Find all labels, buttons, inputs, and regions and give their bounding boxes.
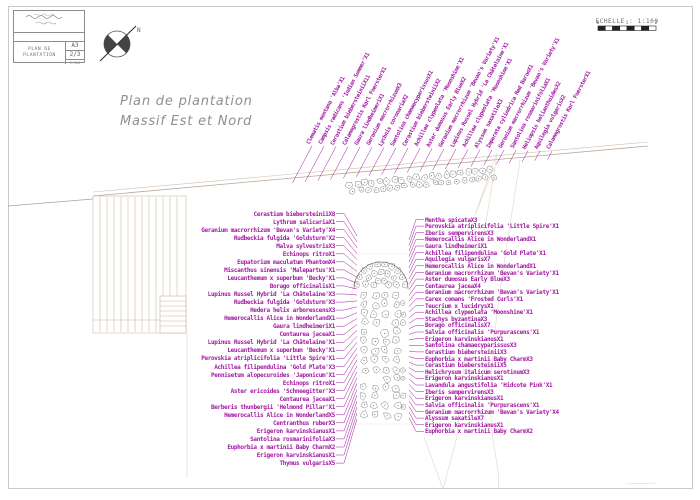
plant-label: Alyssum saxatileX7 <box>425 415 484 423</box>
leader-lines-diagonal <box>292 145 553 184</box>
plant-label: Lupinus Russel Hybrid 'La Châtelaine'X3 <box>207 291 336 298</box>
plant-label: Rudbeckia fulgida 'Goldsturm'X2 <box>233 234 335 242</box>
plant-label: Hemerocallis Alice in WonderlandX1 <box>425 262 536 270</box>
plant-label: Centranthus ruberX3 <box>273 419 335 427</box>
plant-label: Hemerocallis Alice in WonderlandX1 <box>425 236 536 244</box>
plant-label: Borago officinalisX1 <box>269 282 336 290</box>
title-block: PLAN DE PLANTATION A3 2/3 1:100 <box>13 10 85 65</box>
plant-label: Iberis sempervirensX3 <box>425 229 494 237</box>
plant-label: Aster dumosus Early BlueX3 <box>425 276 510 284</box>
plant-label: Salvia officinalis 'Purpurascens'X1 <box>425 401 540 409</box>
plant-label: Berberis thunbergii 'Helmond Pillar'X1 <box>211 403 335 411</box>
plant-label: Leucanthemum x superbum 'Becky'X1 <box>227 347 335 355</box>
plant-label: Erigeron karvinskianusX1 <box>425 375 504 383</box>
plant-label: Borago officinalisX7 <box>425 322 491 330</box>
plant-label: Erigeron karvinskianusX1 <box>256 452 336 459</box>
plant-label: Erigeron karvinskianusX1 <box>425 421 504 429</box>
plant-label: Erigeron karvinskianusX1 <box>425 395 504 403</box>
plant-label: Lavandula angustifolia 'Hidcote Pink'X1 <box>425 382 553 389</box>
plant-label: Santolina rosmarinifoliaX3 <box>250 435 335 443</box>
plant-label: Gaura lindheimeriX1 <box>425 243 487 250</box>
scale-tick-0: 0 <box>597 20 600 26</box>
plant-label: Hemerocallis Alice in WonderlandX5 <box>224 411 335 419</box>
plant-label: Geranium macrorrhizum 'Bevan's Variety'X… <box>201 226 335 234</box>
plant-label: Geranium macrorrhizum 'Bevan's Variety'X… <box>425 289 559 297</box>
address-scribble <box>14 11 84 33</box>
plant-label: Teucrium x lucidrysX1 <box>425 302 494 310</box>
plant-label: Erigeron karvinskianusX1 <box>425 335 504 343</box>
plant-label: Euphorbia x martinii Baby CharmX2 <box>425 428 533 436</box>
plant-label: Cerastium biebersteiniiX5 <box>425 362 507 370</box>
plant-label: Malva sylvestrisX3 <box>276 242 335 250</box>
plant-label: Hemerocallis Alice in WonderlandX1 <box>224 315 335 323</box>
plant-label: Thymus vulgarisX5 <box>279 460 336 468</box>
plant-label: Aquilegia vulgarisX7 <box>425 256 491 264</box>
bed-dome-outline <box>353 261 409 290</box>
plant-label: Mentha spicataX3 <box>425 216 478 224</box>
plant-label: Euphorbia x martinii Baby CharmX3 <box>425 355 533 363</box>
plant-label: Leucanthemum x superbum 'Becky'X1 <box>227 274 335 282</box>
plant-label: Cerastium biebersteiniiX3 <box>425 348 507 356</box>
plant-label: Helichrysum italicum serotinumX3 <box>425 368 530 376</box>
scale-tick-2: 2 <box>655 20 658 26</box>
plant-label: Euphorbia x martinii Baby CharmX2 <box>227 444 335 451</box>
plant-label: Geranium macrorrhizum 'Bevan's Variety'X… <box>425 269 559 277</box>
plant-label: Carex comans 'Frosted Curls'X1 <box>425 295 523 303</box>
page-title-line1: Plan de plantation <box>120 94 253 109</box>
leader-lines-left <box>336 213 358 464</box>
paper-format: A3 <box>71 42 79 49</box>
plant-label: Hedera helix arborescensX3 <box>250 307 335 315</box>
scale-tick-1: 1 <box>626 20 629 26</box>
plant-label: Lythrum salicariaX1 <box>273 218 335 226</box>
plant-label: Salvia officinalis 'Purpurascens'X1 <box>425 329 540 336</box>
doc-type-label: PLAN DE PLANTATION <box>14 42 65 64</box>
page-title: Plan de plantation Massif Est et Nord <box>120 92 253 131</box>
plant-label: Erigeron karvinskianusX1 <box>256 427 336 435</box>
page-title-line2: Massif Est et Nord <box>120 113 253 129</box>
plant-label: Gaura lindheimeriX1 <box>273 323 335 331</box>
leader-lines-right <box>408 219 424 432</box>
plant-label: Aster ericoides 'Schneegitter'X3 <box>230 387 336 395</box>
plant-label: Lupinus Russel Hybrid 'La Châtelaine'X1 <box>207 339 336 347</box>
plant-label: Iberis sempervirensX3 <box>425 388 494 396</box>
doc-type-line1: PLAN DE <box>28 47 51 53</box>
plant-label: Perovskia atriplicifolia 'Little Spire'X… <box>201 355 335 363</box>
plant-label: Geranium macrorrhizum 'Bevan's Variety'X… <box>425 408 559 416</box>
plant-label: Centaurea jaceaX4 <box>425 282 481 290</box>
plant-label: Stachys byzantinaX3 <box>425 315 487 323</box>
plant-label: Santolina chamaecyparissusX3 <box>425 342 517 350</box>
plant-label: Achillea clypeolata 'Moonshine'X1 <box>425 309 533 317</box>
wall-lines <box>7 141 649 207</box>
plant-label: Echinops ritroX1 <box>282 379 336 387</box>
doc-type-line2: PLANTATION <box>23 53 56 58</box>
scale-small: 1:100 <box>69 61 81 65</box>
path-outlines <box>186 152 658 490</box>
plant-label: Centaurea jaceaX1 <box>279 395 336 403</box>
plant-label: Achillea filipendulina 'Gold Plate'X1 <box>425 249 546 257</box>
plant-label: Eupatorium maculatum PhantomX4 <box>237 258 335 266</box>
plant-label: Rudbeckia fulgida 'Goldsturm'X3 <box>233 299 335 307</box>
plant-label: Perovskia atriplicifolia 'Little Spire'X… <box>425 223 559 231</box>
plant-label: Cerastium biebersteiniiX8 <box>253 210 335 218</box>
top-strip-planting-cells <box>344 165 497 195</box>
stairs <box>159 295 187 334</box>
plant-label: Miscanthus sinensis 'Malepartus'X1 <box>224 266 335 274</box>
subtitle-scribble <box>14 13 84 42</box>
plant-label: Echinops ritroX1 <box>282 250 336 258</box>
scale-text: ECHELLE : 1:100 <box>595 18 659 25</box>
plant-label: Pennisetum alopecuroides 'Japonicum'X1 <box>211 371 335 379</box>
sheet-number: 2/3 <box>66 50 84 60</box>
scale-block: ECHELLE : 1:100 1cm=1m 0 1 2 <box>572 18 682 32</box>
plant-label: Centaurea jaceaX1 <box>279 331 336 339</box>
sheet-border-frame <box>8 6 693 489</box>
central-bed-planting-cells <box>353 261 409 421</box>
plant-label: Achillea filipendulina 'Gold Plate'X3 <box>214 363 335 371</box>
scale-bar: 0 1 2 <box>597 20 658 31</box>
compass-icon: N <box>99 25 141 62</box>
north-label: N <box>137 27 141 34</box>
